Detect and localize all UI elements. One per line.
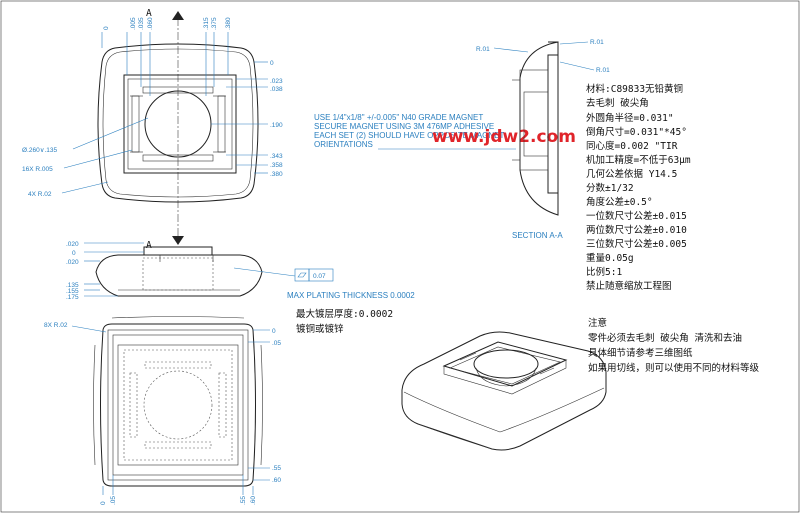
spec-line-6: 几何公差依据 Y14.5	[586, 168, 677, 180]
magnet-note-line-0: USE 1/4"x1/8" +/-0.005" N40 GRADE MAGNET	[314, 113, 483, 122]
plating-note: MAX PLATING THICKNESS 0.0002	[287, 291, 415, 300]
flatness-value: 0.07	[313, 273, 326, 280]
dia-callout: Ø.260∨.135	[22, 147, 58, 154]
spec-line-14: 禁止随意缩放工程图	[586, 280, 672, 292]
bottom-dim-1: .05	[110, 496, 117, 505]
section-label-top: A	[146, 8, 152, 19]
right-dim-3: .190	[270, 122, 283, 129]
section-label-bottom: A	[146, 240, 152, 251]
side-dim-2: .020	[66, 259, 79, 266]
spec-line-13: 比例5:1	[586, 266, 622, 278]
spec-line-5: 机加工精度=不低于63μm	[586, 154, 691, 166]
spec-line-8: 角度公差±0.5°	[586, 196, 653, 208]
spec-line-7: 分数±1/32	[586, 182, 634, 194]
section-a-a: R.01 R.01 R.01 SECTION A-A	[476, 39, 610, 240]
magnet-note-line-3: ORIENTATIONS	[314, 140, 373, 149]
top-dim-6: .380	[225, 17, 232, 30]
side-dim-1: 0	[72, 250, 76, 257]
side-dim-0: .020	[66, 241, 79, 248]
side-view: .020 0 .020 .135 .155 .175 0.07 MAX PLAT…	[66, 241, 415, 301]
section-r-label-1: R.01	[590, 39, 604, 46]
side-dim-3: .135	[66, 282, 79, 289]
top-dim-0: 0	[103, 26, 110, 30]
section-r-label-2: R.01	[596, 67, 610, 74]
right-dim-0: 0	[270, 60, 274, 67]
top-view: 0 .005 .035 .060 .315 .375 .380 0 .023 .…	[22, 17, 283, 203]
spec-line-3: 倒角尺寸=0.031"*45°	[586, 126, 687, 138]
notes-line-2: 如果用切线，则可以使用不同的材料等级	[588, 362, 760, 374]
watermark: www.jdw2.com	[432, 127, 576, 147]
bottom-right-dim-1: .05	[272, 340, 281, 347]
section-title: SECTION A-A	[512, 231, 563, 240]
spec-line-9: 一位数尺寸公差±0.015	[586, 210, 687, 222]
side-dim-4: .155	[66, 288, 79, 295]
section-line-a-a: A A	[146, 8, 184, 251]
plating-cn-line-0: 最大镀层厚度:0.0002	[296, 308, 393, 320]
bottom-dim-2: .55	[240, 496, 247, 505]
magnet-note-line-2: EACH SET (2) SHOULD HAVE OPPOSITE MAGNET	[314, 131, 505, 140]
spec-line-4: 同心度=0.002 "TIR	[586, 140, 678, 152]
spec-line-2: 外圆角半径=0.031"	[586, 112, 674, 124]
top-dim-4: .315	[203, 17, 210, 30]
bottom-right-dim-2: .55	[272, 465, 281, 472]
bottom-dim-0: 0	[100, 501, 107, 505]
notes-line-1: 具体细节请参考三维图纸	[588, 347, 693, 359]
right-dim-1: .023	[270, 78, 283, 85]
spec-line-11: 三位数尺寸公差±0.005	[586, 238, 687, 250]
right-dim-6: .380	[270, 171, 283, 178]
spec-line-1: 去毛刺 破尖角	[586, 97, 649, 109]
section-r-label-0: R.01	[476, 46, 490, 53]
notes-line-0: 零件必须去毛刺 破尖角 清洗和去油	[588, 332, 742, 344]
isometric-view	[401, 331, 607, 451]
spec-line-10: 两位数尺寸公差±0.010	[586, 224, 687, 236]
magnet-slot-bottom	[142, 154, 214, 162]
bottom-right-dim-0: 0	[272, 328, 276, 335]
right-dim-5: .358	[270, 162, 283, 169]
r02-callout: 4X R.02	[28, 191, 52, 198]
spec-list: 材料:C89833无铅黄铜 去毛刺 破尖角 外圆角半径=0.031" 倒角尺寸=…	[586, 83, 691, 292]
top-dim-3: .060	[147, 17, 154, 30]
bottom-right-dim-3: .60	[272, 477, 281, 484]
magnet-slot-top	[142, 86, 214, 94]
top-dim-2: .035	[138, 17, 145, 30]
flatness-control-frame: 0.07	[294, 268, 334, 282]
top-dim-5: .375	[211, 17, 218, 30]
right-dim-2: .038	[270, 86, 283, 93]
notes-title: 注意	[588, 317, 607, 329]
side-dim-5: .175	[66, 294, 79, 301]
top-dim-1: .005	[130, 17, 137, 30]
spec-line-12: 重量0.05g	[586, 252, 634, 264]
magnet-note: USE 1/4"x1/8" +/-0.005" N40 GRADE MAGNET…	[314, 113, 576, 150]
right-dim-4: .343	[270, 153, 283, 160]
bottom-dim-3: .60	[250, 496, 257, 505]
bottom-view: 0 .05 .55 .60 0 .05 .55 .60 8X R.02	[44, 316, 281, 505]
plating-cn: 最大镀层厚度:0.0002 镀铜或镀锌	[296, 308, 393, 335]
spec-line-0: 材料:C89833无铅黄铜	[586, 83, 683, 95]
plating-cn-line-1: 镀铜或镀锌	[296, 323, 344, 335]
notes-block: 注意 零件必须去毛刺 破尖角 清洗和去油 具体细节请参考三维图纸 如果用切线，则…	[588, 317, 760, 374]
bottom-callout: 8X R.02	[44, 322, 68, 329]
r005-callout: 16X R.005	[22, 166, 53, 173]
magnet-note-line-1: SECURE MAGNET USING 3M 476MP ADHESIVE	[314, 122, 494, 131]
